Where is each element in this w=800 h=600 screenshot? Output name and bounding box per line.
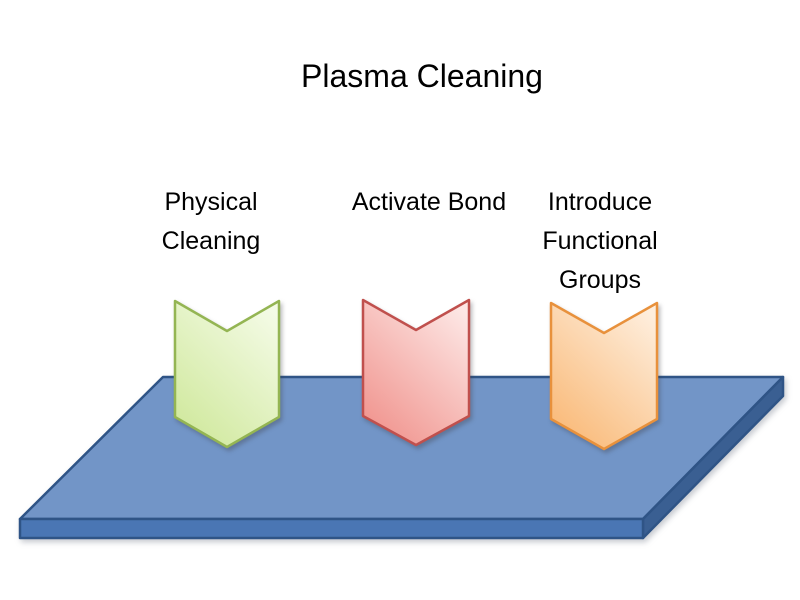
step-label-physical-cleaning: Physical Cleaning <box>161 188 261 255</box>
chevron-arrow-activate-bond <box>361 298 471 447</box>
slide-title: Plasma Cleaning <box>301 58 543 94</box>
substrate-front-face <box>18 517 645 540</box>
chevron-arrow-introduce-functional-groups <box>549 301 659 451</box>
step-label-introduce-functional-groups: Introduce Functional Groups <box>542 188 658 294</box>
step-label-activate-bond: Activate Bond <box>351 188 507 216</box>
chevron-arrow-physical-cleaning <box>173 299 281 449</box>
